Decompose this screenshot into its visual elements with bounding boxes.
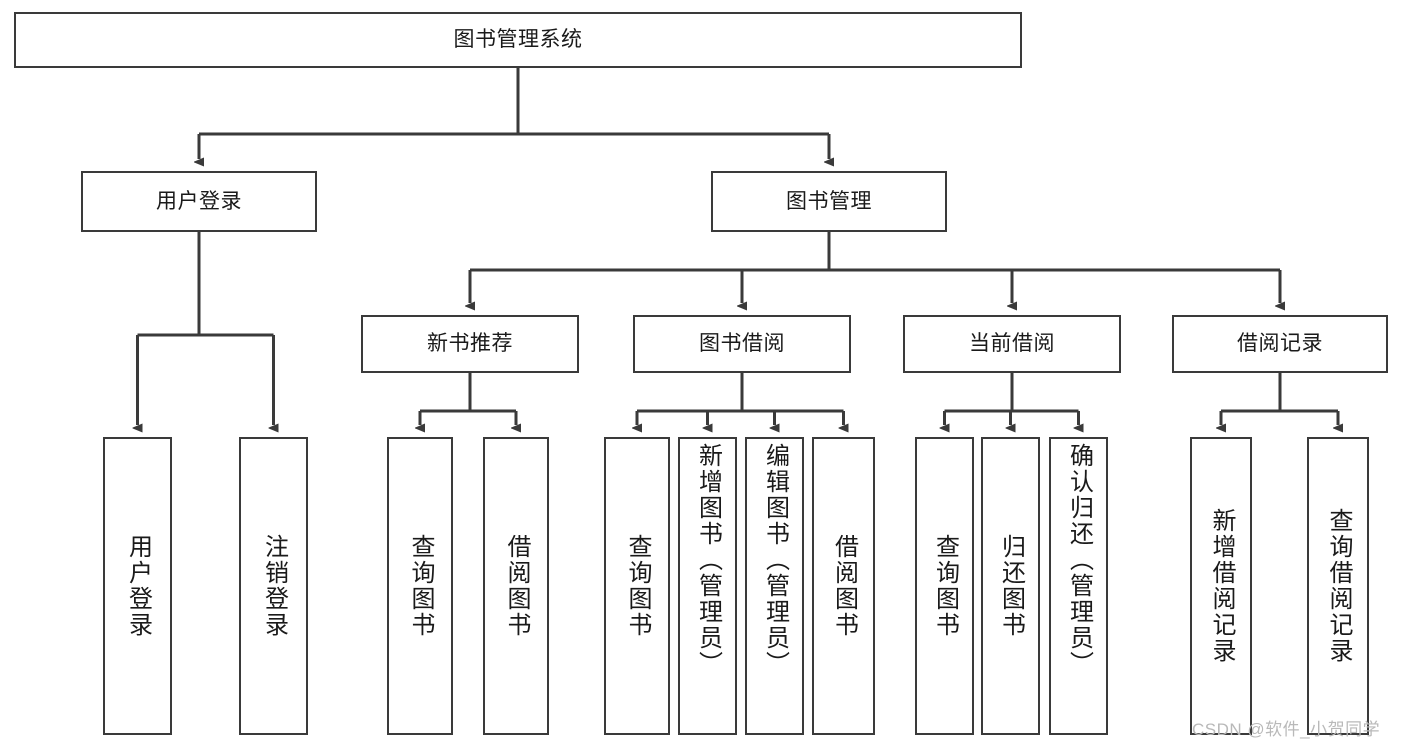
node-book-management-label: 图书管理: [786, 189, 872, 213]
node-add-book-admin[interactable]: 新增图书（管理员）: [678, 437, 737, 735]
node-current-borrow[interactable]: 当前借阅: [903, 315, 1121, 373]
node-add-book-admin-label: 新增图书（管理员）: [694, 443, 722, 677]
node-user-login-label: 用户登录: [156, 189, 242, 213]
node-current-borrow-label: 当前借阅: [969, 332, 1055, 356]
edge-group: [138, 68, 1339, 425]
node-edit-book-admin-label: 编辑图书（管理员）: [761, 443, 789, 677]
node-borrow-book-1-label: 借阅图书: [503, 534, 530, 638]
node-root[interactable]: 图书管理系统: [14, 12, 1022, 68]
watermark-text: CSDN @软件_小贺同学: [1192, 720, 1381, 739]
node-book-borrow[interactable]: 图书借阅: [633, 315, 851, 373]
node-query-book-1[interactable]: 查询图书: [387, 437, 453, 735]
node-new-book-recommend[interactable]: 新书推荐: [361, 315, 579, 373]
node-query-book-3-label: 查询图书: [931, 534, 959, 638]
node-user-login[interactable]: 用户登录: [81, 171, 317, 232]
node-user-login-leaf[interactable]: 用户登录: [103, 437, 172, 735]
node-borrow-book-1[interactable]: 借阅图书: [483, 437, 549, 735]
node-borrow-record[interactable]: 借阅记录: [1172, 315, 1388, 373]
node-user-login-leaf-label: 用户登录: [124, 534, 152, 638]
node-new-book-recommend-label: 新书推荐: [427, 332, 513, 356]
node-user-logout-leaf-label: 注销登录: [260, 534, 288, 638]
node-confirm-return-admin-label: 确认归还（管理员）: [1065, 443, 1093, 677]
node-book-management[interactable]: 图书管理: [711, 171, 947, 232]
node-query-borrow-record-label: 查询借阅记录: [1325, 508, 1352, 664]
node-query-borrow-record[interactable]: 查询借阅记录: [1307, 437, 1369, 735]
node-user-logout-leaf[interactable]: 注销登录: [239, 437, 308, 735]
node-query-book-3[interactable]: 查询图书: [915, 437, 974, 735]
node-query-book-2[interactable]: 查询图书: [604, 437, 670, 735]
node-borrow-book-2-label: 借阅图书: [830, 534, 858, 638]
node-confirm-return-admin[interactable]: 确认归还（管理员）: [1049, 437, 1108, 735]
node-book-borrow-label: 图书借阅: [699, 332, 785, 356]
node-root-label: 图书管理系统: [453, 28, 583, 52]
node-query-book-1-label: 查询图书: [407, 534, 434, 638]
node-borrow-book-2[interactable]: 借阅图书: [812, 437, 875, 735]
node-return-book-label: 归还图书: [997, 534, 1025, 638]
node-return-book[interactable]: 归还图书: [981, 437, 1040, 735]
node-add-borrow-record-label: 新增借阅记录: [1208, 508, 1235, 664]
node-add-borrow-record[interactable]: 新增借阅记录: [1190, 437, 1252, 735]
node-edit-book-admin[interactable]: 编辑图书（管理员）: [745, 437, 804, 735]
node-borrow-record-label: 借阅记录: [1237, 332, 1323, 356]
node-query-book-2-label: 查询图书: [624, 534, 651, 638]
